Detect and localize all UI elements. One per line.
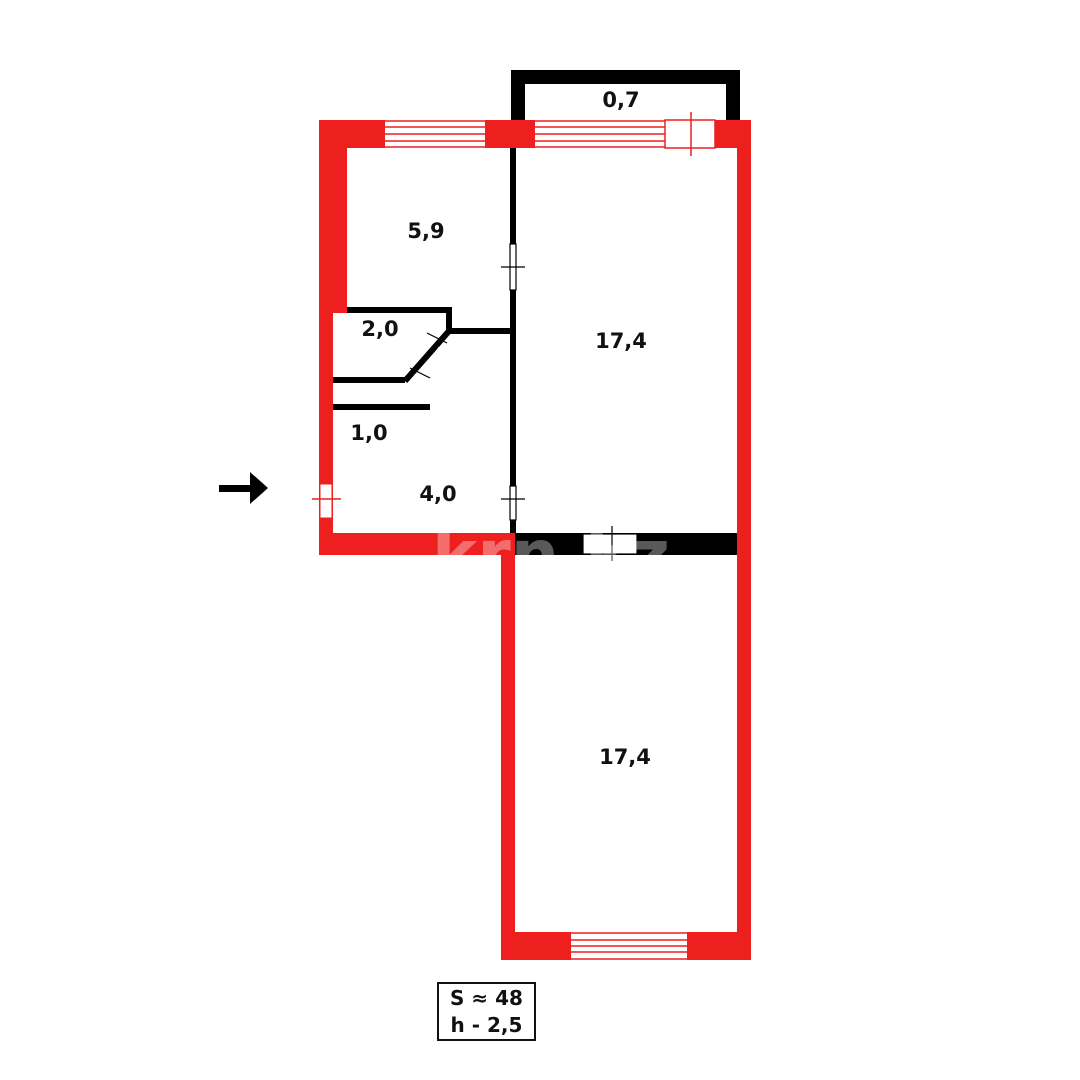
interior-doors bbox=[409, 243, 638, 561]
ceiling-height: h - 2,5 bbox=[450, 1012, 523, 1037]
entrance-door bbox=[312, 483, 341, 519]
window-bottom bbox=[571, 932, 687, 960]
watermark-logo: krn.kz bbox=[432, 516, 670, 595]
total-area: S ≈ 48 bbox=[450, 985, 523, 1010]
window-top-left bbox=[385, 120, 485, 148]
room-area-kitchen: 5,9 bbox=[407, 219, 444, 243]
balcony-walls bbox=[511, 70, 740, 122]
room-area-balcony: 0,7 bbox=[602, 88, 639, 112]
room-area-upper: 17,4 bbox=[595, 329, 647, 353]
room-area-hall: 4,0 bbox=[419, 482, 456, 506]
arrow-right-icon bbox=[219, 472, 268, 504]
balcony-door bbox=[664, 112, 716, 156]
room-area-storage: 2,0 bbox=[361, 317, 398, 341]
room-area-bathroom: 1,0 bbox=[350, 421, 387, 445]
summary-box: S ≈ 48 h - 2,5 bbox=[437, 982, 536, 1041]
window-top-right bbox=[535, 120, 665, 148]
interior-walls bbox=[333, 148, 737, 555]
room-area-lower: 17,4 bbox=[599, 745, 651, 769]
